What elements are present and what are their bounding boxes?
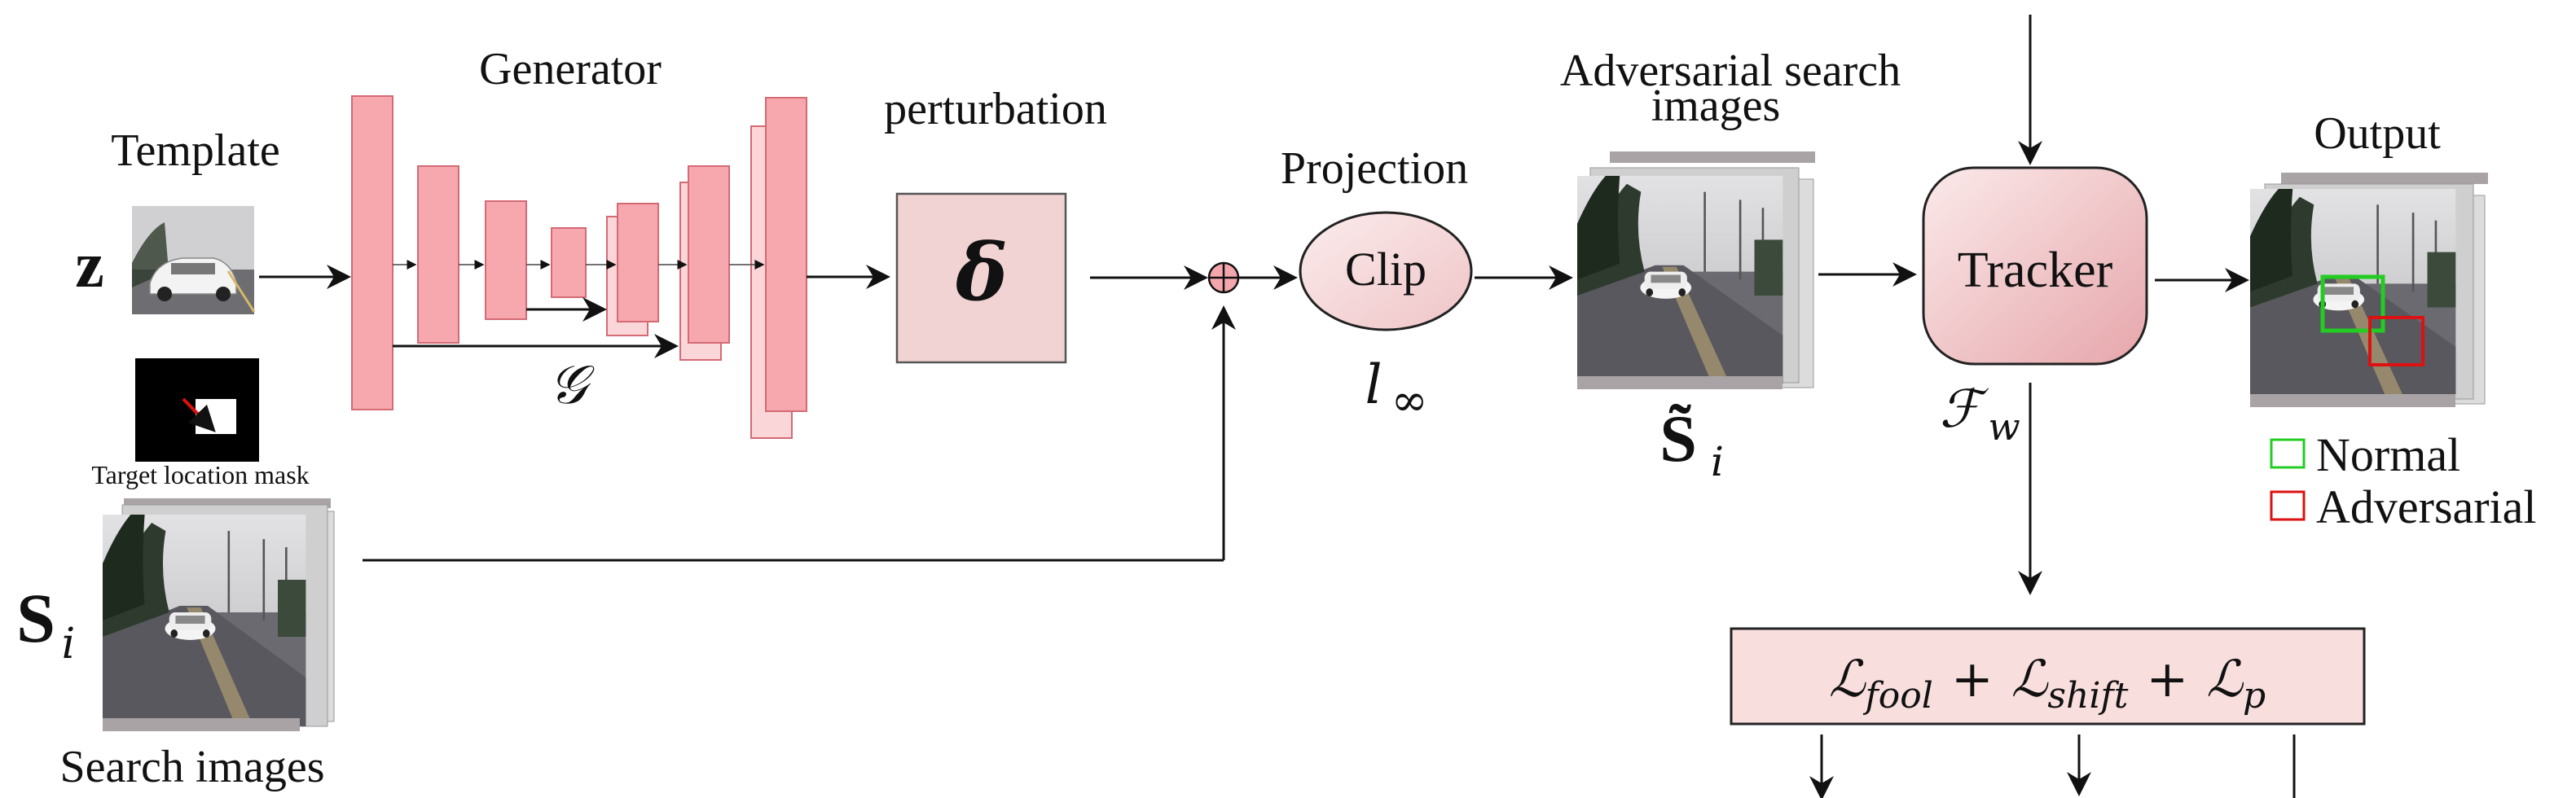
clip-text: Clip bbox=[1345, 243, 1426, 296]
loss-p-subscript: p bbox=[2243, 675, 2266, 717]
decoder-layer-1 bbox=[617, 203, 659, 322]
skip-connections bbox=[393, 297, 679, 358]
l-inf-subscript: ∞ bbox=[1391, 375, 1428, 426]
legend-normal-swatch bbox=[2270, 438, 2306, 469]
f-w-symbol: ℱ bbox=[1940, 379, 1989, 440]
encoder-layer-3 bbox=[485, 200, 527, 320]
generator-network bbox=[351, 95, 807, 439]
loss-plus-1: + bbox=[1951, 649, 1994, 708]
legend-item-adversarial: Adversarial bbox=[2270, 480, 2537, 533]
encoder-layer-4 bbox=[551, 227, 587, 298]
loss-shift-subscript: shift bbox=[2047, 675, 2128, 717]
adv-search-symbol: S̃ bbox=[1659, 401, 1697, 476]
decoder-layer-2 bbox=[688, 165, 730, 344]
loss-p-symbol: ℒ bbox=[2206, 649, 2244, 708]
search-images-symbol: S bbox=[16, 579, 55, 657]
adv-search-images-stack bbox=[1576, 151, 1815, 389]
output-label: Output bbox=[2314, 108, 2441, 159]
encoder-layer-1 bbox=[351, 95, 393, 410]
projection-label: Projection bbox=[1281, 143, 1468, 194]
adv-search-label-line2: images bbox=[1651, 81, 1781, 131]
template-label: Template bbox=[111, 125, 280, 176]
decoder-layer-3 bbox=[765, 97, 807, 412]
search-images-subscript: i bbox=[62, 620, 76, 669]
car-photo-icon bbox=[149, 257, 237, 301]
legend-normal-label: Normal bbox=[2316, 428, 2460, 481]
loss-shift-symbol: ℒ bbox=[2011, 649, 2049, 708]
oplus-icon bbox=[1207, 261, 1240, 294]
output-road-scene-icon bbox=[2249, 187, 2457, 396]
normal-bbox bbox=[2320, 274, 2385, 333]
loss-box bbox=[1730, 627, 2366, 726]
target-location-mask-label: Target location mask bbox=[91, 460, 309, 489]
loss-fool-symbol: ℒ bbox=[1829, 649, 1866, 708]
delta-symbol: δ bbox=[955, 226, 1008, 318]
search-images-label: Search images bbox=[60, 742, 325, 792]
road-scene-icon bbox=[101, 513, 307, 728]
generator-symbol: 𝒢 bbox=[549, 353, 596, 416]
template-image bbox=[132, 206, 256, 314]
f-w-subscript: w bbox=[1988, 405, 2020, 449]
legend-adversarial-swatch bbox=[2270, 490, 2306, 521]
loss-fool-subscript: fool bbox=[1862, 675, 1932, 717]
tracker-text: Tracker bbox=[1958, 243, 2113, 298]
encoder-layer-2 bbox=[417, 165, 459, 344]
legend: Normal Adversarial bbox=[2270, 428, 2537, 533]
legend-item-normal: Normal bbox=[2270, 428, 2460, 481]
adversarial-bbox bbox=[2368, 316, 2424, 366]
tracker-box bbox=[1922, 166, 2148, 366]
adv-search-label-line1: Adversarial search bbox=[1560, 46, 1901, 96]
output-images-stack bbox=[2249, 173, 2488, 407]
clip-ellipse bbox=[1299, 211, 1473, 331]
loss-formula: ℒfool + ℒshift + ℒp bbox=[1829, 649, 2266, 717]
legend-adversarial-label: Adversarial bbox=[2316, 480, 2537, 533]
search-images-stack bbox=[101, 498, 335, 731]
mask-arrow-icon bbox=[182, 397, 216, 432]
template-z-symbol: z bbox=[75, 230, 104, 301]
target-location-mask bbox=[135, 358, 259, 462]
l-inf-symbol: l bbox=[1365, 353, 1382, 416]
perturbation-label: perturbation bbox=[884, 84, 1107, 134]
generator-label: Generator bbox=[479, 44, 662, 94]
adv-search-subscript: i bbox=[1711, 438, 1724, 485]
adv-road-scene-icon bbox=[1576, 174, 1784, 385]
perturbation-box bbox=[895, 192, 1067, 364]
loss-plus-2: + bbox=[2146, 649, 2188, 708]
